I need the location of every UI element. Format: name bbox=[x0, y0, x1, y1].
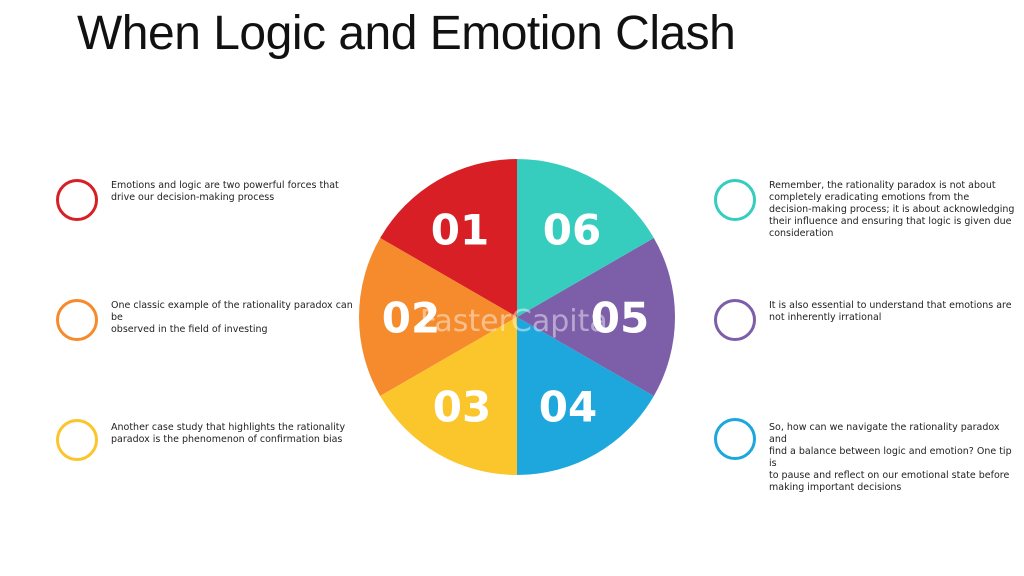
segment-wheel: 01 02 03 04 05 06 FasterCapital bbox=[359, 159, 675, 475]
note-line: find a balance between logic and emotion… bbox=[769, 446, 1012, 469]
note-line: making important decisions bbox=[769, 482, 902, 493]
marker-ring-06 bbox=[714, 179, 756, 221]
note-line: Another case study that highlights the r… bbox=[111, 422, 346, 433]
note-line: paradox is the phenomenon of confirmatio… bbox=[111, 434, 343, 445]
note-line: drive our decision-making process bbox=[111, 192, 275, 203]
wheel-segment-03 bbox=[380, 317, 517, 475]
marker-ring-04 bbox=[714, 418, 756, 460]
note-05: It is also essential to understand that … bbox=[769, 300, 1019, 324]
note-line: One classic example of the rationality p… bbox=[111, 300, 353, 323]
segment-number-02: 02 bbox=[382, 294, 440, 343]
note-line: to pause and reflect on our emotional st… bbox=[769, 470, 1010, 481]
note-line: So, how can we navigate the rationality … bbox=[769, 422, 1000, 445]
marker-ring-03 bbox=[56, 419, 98, 461]
note-01: Emotions and logic are two powerful forc… bbox=[111, 180, 351, 204]
note-06: Remember, the rationality paradox is not… bbox=[769, 180, 1019, 240]
wheel-segment-02 bbox=[359, 238, 517, 396]
segment-number-04: 04 bbox=[539, 383, 597, 432]
note-line: Remember, the rationality paradox is not… bbox=[769, 180, 996, 191]
segment-number-03: 03 bbox=[433, 383, 491, 432]
marker-ring-05 bbox=[714, 299, 756, 341]
watermark-text: FasterCapital bbox=[420, 304, 616, 339]
note-line: It is also essential to understand that … bbox=[769, 300, 1012, 311]
marker-ring-01 bbox=[56, 179, 98, 221]
note-line: their influence and ensuring that logic … bbox=[769, 216, 1012, 227]
note-line: not inherently irrational bbox=[769, 312, 882, 323]
note-04: So, how can we navigate the rationality … bbox=[769, 422, 1019, 494]
segment-number-06: 06 bbox=[543, 206, 601, 255]
note-line: completely eradicating emotions from the bbox=[769, 192, 970, 203]
segment-number-01: 01 bbox=[431, 206, 489, 255]
note-line: decision-making process; it is about ack… bbox=[769, 204, 1015, 215]
note-line: Emotions and logic are two powerful forc… bbox=[111, 180, 339, 191]
note-03: Another case study that highlights the r… bbox=[111, 422, 351, 446]
note-02: One classic example of the rationality p… bbox=[111, 300, 361, 336]
segment-number-05: 05 bbox=[591, 294, 649, 343]
marker-ring-02 bbox=[56, 299, 98, 341]
note-line: observed in the field of investing bbox=[111, 324, 268, 335]
slide-title: When Logic and Emotion Clash bbox=[77, 7, 736, 60]
wheel-segment-05 bbox=[517, 238, 675, 396]
wheel-segment-04 bbox=[517, 317, 654, 475]
wheel-segment-01 bbox=[380, 159, 517, 317]
note-line: consideration bbox=[769, 228, 834, 239]
wheel-segment-06 bbox=[517, 159, 654, 317]
